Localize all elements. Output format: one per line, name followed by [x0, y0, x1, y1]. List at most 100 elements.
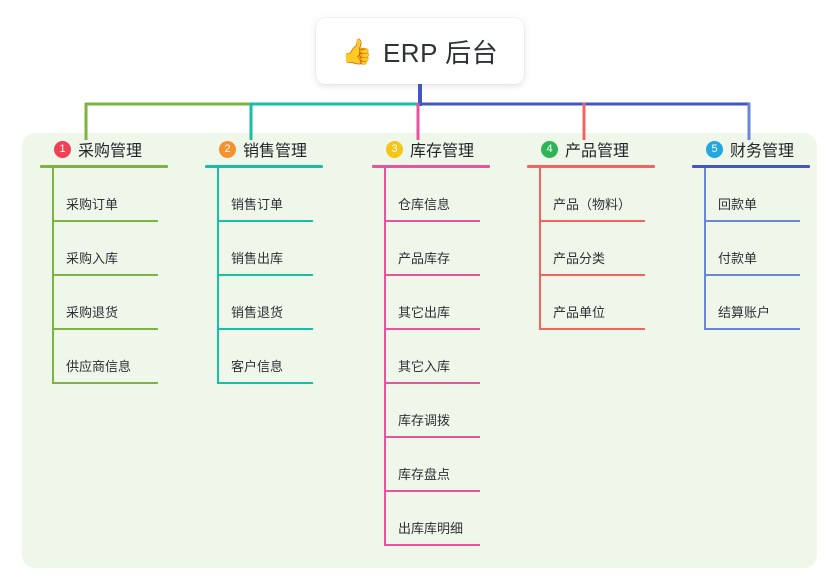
- leaf-connector: [52, 330, 54, 384]
- leaf-underline: [384, 436, 480, 438]
- leaf-underline: [384, 220, 480, 222]
- leaf-label: 其它出库: [398, 305, 451, 320]
- leaf-connector: [704, 222, 706, 276]
- leaf-underline: [539, 274, 645, 276]
- leaf-label: 产品分类: [553, 251, 606, 266]
- leaf-node[interactable]: 采购订单: [38, 168, 188, 222]
- leaf-underline: [704, 274, 800, 276]
- leaf-connector: [384, 492, 386, 546]
- branch-title: 采购管理: [78, 143, 143, 160]
- leaf-node[interactable]: 库存调拨: [370, 384, 520, 438]
- leaf-label: 采购订单: [66, 197, 119, 212]
- leaf-label: 采购入库: [66, 251, 119, 266]
- leaf-underline: [384, 274, 480, 276]
- leaf-node[interactable]: 结算账户: [690, 276, 830, 330]
- leaf-underline: [704, 328, 800, 330]
- root-node-card[interactable]: 👍 ERP 后台: [316, 18, 524, 84]
- leaf-label: 销售出库: [231, 251, 284, 266]
- leaf-label: 回款单: [718, 197, 758, 212]
- branch-underline: [205, 165, 323, 168]
- leaf-underline: [217, 382, 313, 384]
- thumbs-up-icon: 👍: [341, 36, 373, 66]
- leaf-label: 其它入库: [398, 359, 451, 374]
- leaf-underline: [52, 274, 158, 276]
- branch-title: 库存管理: [410, 143, 475, 160]
- leaf-node[interactable]: 产品分类: [525, 222, 685, 276]
- branch-title: 销售管理: [243, 143, 308, 160]
- leaf-connector: [384, 330, 386, 384]
- leaf-label: 库存调拨: [398, 413, 451, 428]
- branch-number-badge: 3: [386, 140, 403, 158]
- leaf-underline: [52, 220, 158, 222]
- branch-number-badge: 1: [54, 140, 71, 158]
- leaf-node[interactable]: 出库库明细: [370, 492, 520, 546]
- leaf-node[interactable]: 库存盘点: [370, 438, 520, 492]
- leaf-label: 付款单: [718, 251, 758, 266]
- leaf-underline: [539, 328, 645, 330]
- leaf-connector: [52, 276, 54, 330]
- leaf-label: 销售退货: [231, 305, 284, 320]
- leaf-connector: [539, 222, 541, 276]
- leaf-node[interactable]: 销售出库: [203, 222, 353, 276]
- leaf-connector: [217, 222, 219, 276]
- branch-column-1: 1 采购管理采购订单采购入库采购退货供应商信息: [38, 133, 188, 384]
- leaf-underline: [217, 274, 313, 276]
- branch-underline: [692, 165, 810, 168]
- leaf-node[interactable]: 回款单: [690, 168, 830, 222]
- leaf-connector: [384, 168, 386, 222]
- leaf-node[interactable]: 销售退货: [203, 276, 353, 330]
- branch-header-2[interactable]: 2 销售管理: [203, 133, 353, 165]
- leaf-connector: [704, 276, 706, 330]
- leaf-label: 库存盘点: [398, 467, 451, 482]
- leaf-connector: [217, 168, 219, 222]
- leaf-node[interactable]: 其它入库: [370, 330, 520, 384]
- leaf-connector: [384, 276, 386, 330]
- branch-underline: [40, 165, 168, 168]
- leaf-connector: [217, 276, 219, 330]
- leaf-underline: [539, 220, 645, 222]
- leaf-node[interactable]: 付款单: [690, 222, 830, 276]
- branch-header-3[interactable]: 3 库存管理: [370, 133, 520, 165]
- leaf-underline: [52, 382, 158, 384]
- leaf-node[interactable]: 产品（物料）: [525, 168, 685, 222]
- branch-number-badge: 2: [219, 140, 236, 158]
- leaf-label: 销售订单: [231, 197, 284, 212]
- leaf-node[interactable]: 其它出库: [370, 276, 520, 330]
- leaf-connector: [539, 276, 541, 330]
- leaf-label: 产品库存: [398, 251, 451, 266]
- branch-header-4[interactable]: 4 产品管理: [525, 133, 685, 165]
- leaf-underline: [384, 490, 480, 492]
- leaf-label: 产品（物料）: [553, 197, 632, 212]
- branch-title: 产品管理: [565, 143, 630, 160]
- leaf-label: 采购退货: [66, 305, 119, 320]
- leaf-node[interactable]: 销售订单: [203, 168, 353, 222]
- leaf-connector: [539, 168, 541, 222]
- branch-column-4: 4 产品管理产品（物料） 产品分类产品单位: [525, 133, 685, 330]
- leaf-underline: [704, 220, 800, 222]
- leaf-underline: [217, 220, 313, 222]
- leaf-node[interactable]: 产品库存: [370, 222, 520, 276]
- leaf-node[interactable]: 客户信息: [203, 330, 353, 384]
- leaf-connector: [52, 222, 54, 276]
- leaf-node[interactable]: 供应商信息: [38, 330, 188, 384]
- leaf-underline: [384, 544, 480, 546]
- leaf-node[interactable]: 产品单位: [525, 276, 685, 330]
- leaf-label: 出库库明细: [398, 521, 464, 536]
- leaf-label: 结算账户: [718, 305, 771, 320]
- branch-number-badge: 4: [541, 140, 558, 158]
- root-node-title: ERP 后台: [382, 37, 499, 68]
- leaf-underline: [52, 328, 158, 330]
- branch-number-badge: 5: [706, 140, 723, 158]
- branch-header-1[interactable]: 1 采购管理: [38, 133, 188, 165]
- leaf-connector: [384, 384, 386, 438]
- branch-column-2: 2 销售管理销售订单销售出库销售退货客户信息: [203, 133, 353, 384]
- leaf-node[interactable]: 仓库信息: [370, 168, 520, 222]
- branch-column-3: 3 库存管理仓库信息产品库存其它出库其它入库库存调拨库存盘点出库库明细: [370, 133, 520, 546]
- leaf-node[interactable]: 采购入库: [38, 222, 188, 276]
- leaf-connector: [217, 330, 219, 384]
- leaf-node[interactable]: 采购退货: [38, 276, 188, 330]
- branch-underline: [527, 165, 655, 168]
